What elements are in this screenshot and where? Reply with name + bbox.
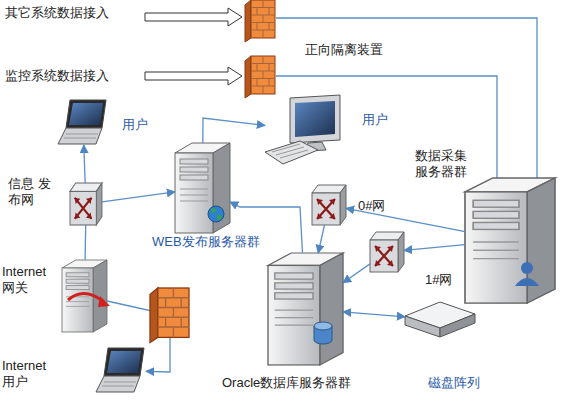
node-label: Internet 用户 xyxy=(2,358,58,390)
globe-symbol xyxy=(211,208,222,219)
node-label: Internet 网关 xyxy=(2,264,58,296)
node-label: 信息 发布网 xyxy=(8,176,53,208)
node-label: WEB发布服务器群 xyxy=(152,234,260,250)
disk-array-icon xyxy=(405,316,440,337)
switch-icon xyxy=(312,185,346,225)
connector xyxy=(343,264,370,283)
node-label: 1#网 xyxy=(425,272,452,288)
server-group: WEB发布服务器群 xyxy=(175,143,230,233)
input-arrow xyxy=(145,67,242,85)
node-label: 数据采集 服务器群 xyxy=(415,148,481,180)
node-label: 0#网 xyxy=(358,198,385,214)
monitor-icon xyxy=(295,101,335,137)
feed-line xyxy=(276,76,497,194)
keyboard-icon xyxy=(265,141,318,164)
network-switch: 信息 发布网 xyxy=(70,183,102,225)
server-group: 数据采集 服务器群 xyxy=(465,178,555,303)
server-icon xyxy=(268,253,343,365)
connector xyxy=(318,225,324,253)
server-icon xyxy=(465,178,555,303)
node-label: 用户 xyxy=(362,112,388,128)
connector xyxy=(84,145,85,183)
network-switch: 1#网 xyxy=(370,232,404,272)
server-icon xyxy=(62,260,107,332)
feed-line xyxy=(276,18,537,186)
node-label: Oracle数据库服务器群 xyxy=(222,375,351,391)
node-label: 磁盘阵列 xyxy=(428,375,480,391)
input-label: 监控系统数据接入 xyxy=(5,68,109,84)
input-label: 其它系统数据接入 xyxy=(5,5,109,21)
server-icon xyxy=(175,143,230,233)
laptop-icon xyxy=(58,100,106,144)
database-symbol xyxy=(314,322,332,330)
server-group: Oracle数据库服务器群 xyxy=(268,253,343,365)
user-laptop: Internet 用户 xyxy=(96,348,146,393)
firewall-icon xyxy=(150,288,189,343)
disk-array-icon xyxy=(440,314,475,337)
network-switch: 0#网 xyxy=(312,185,346,225)
gateway-arrow xyxy=(68,293,104,302)
switch-icon xyxy=(70,183,102,225)
firewall-icon xyxy=(245,56,275,98)
connector xyxy=(343,312,405,317)
user-laptop: 用户 xyxy=(58,100,108,145)
disk-array: 磁盘阵列 xyxy=(405,302,475,337)
laptop-icon xyxy=(96,348,144,392)
connector xyxy=(84,225,86,260)
user-symbol xyxy=(515,278,539,286)
connector xyxy=(102,192,175,202)
input-arrow xyxy=(145,8,242,26)
connector xyxy=(203,118,265,143)
switch-icon xyxy=(370,232,404,272)
gateway-server: Internet 网关 xyxy=(62,260,107,332)
node-label: 用户 xyxy=(122,117,148,133)
connector xyxy=(404,245,465,251)
user-symbol xyxy=(521,262,533,274)
keyboard-icon xyxy=(272,144,308,158)
firewall-icon xyxy=(245,0,275,42)
globe-symbol xyxy=(208,206,224,222)
device-label: 正向隔离装置 xyxy=(305,42,383,58)
monitor-icon xyxy=(290,95,340,143)
user-workstation: 用户 xyxy=(265,95,340,165)
